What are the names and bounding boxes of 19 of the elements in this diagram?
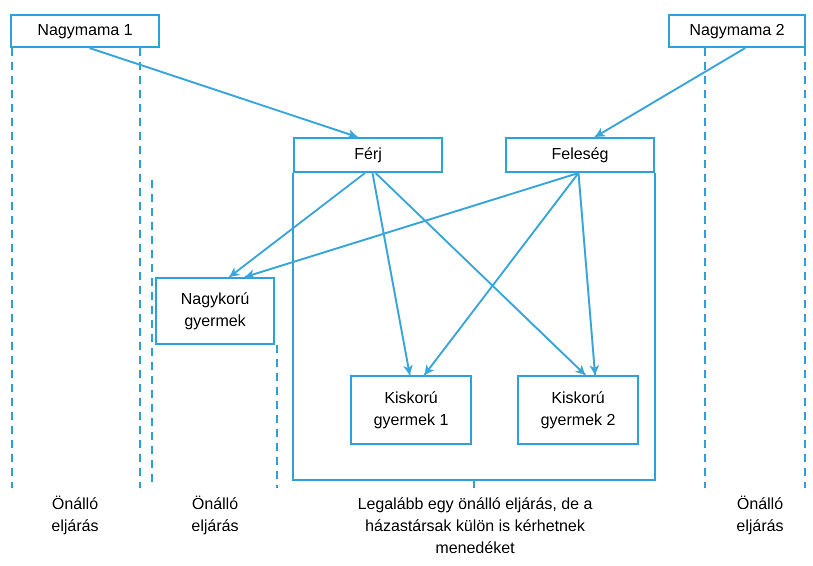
person-box: Nagymama 1 [10,14,160,48]
arrow [594,47,746,138]
procedure-note: Önálló eljárás [50,494,100,537]
procedure-note: Önálló eljárás [190,494,240,537]
arrow [244,172,579,279]
arrow [89,47,358,139]
procedure-note: Önálló eljárás [735,494,785,537]
arrow [372,172,413,376]
arrow [374,172,586,376]
person-box: Nagymama 2 [668,14,806,48]
arrow [578,172,600,376]
person-box: Nagykorú gyermek [155,277,275,345]
procedure-note: Legalább egy önálló eljárás, de a házastársak külön is kérhetnek menedéket [356,495,594,559]
person-box: Kiskorú gyermek 2 [517,375,639,445]
person-box: Férj [293,137,443,173]
arrow [228,172,366,278]
arrow [424,172,580,376]
person-box: Kiskorú gyermek 1 [350,375,472,445]
person-box: Feleség [505,137,655,173]
